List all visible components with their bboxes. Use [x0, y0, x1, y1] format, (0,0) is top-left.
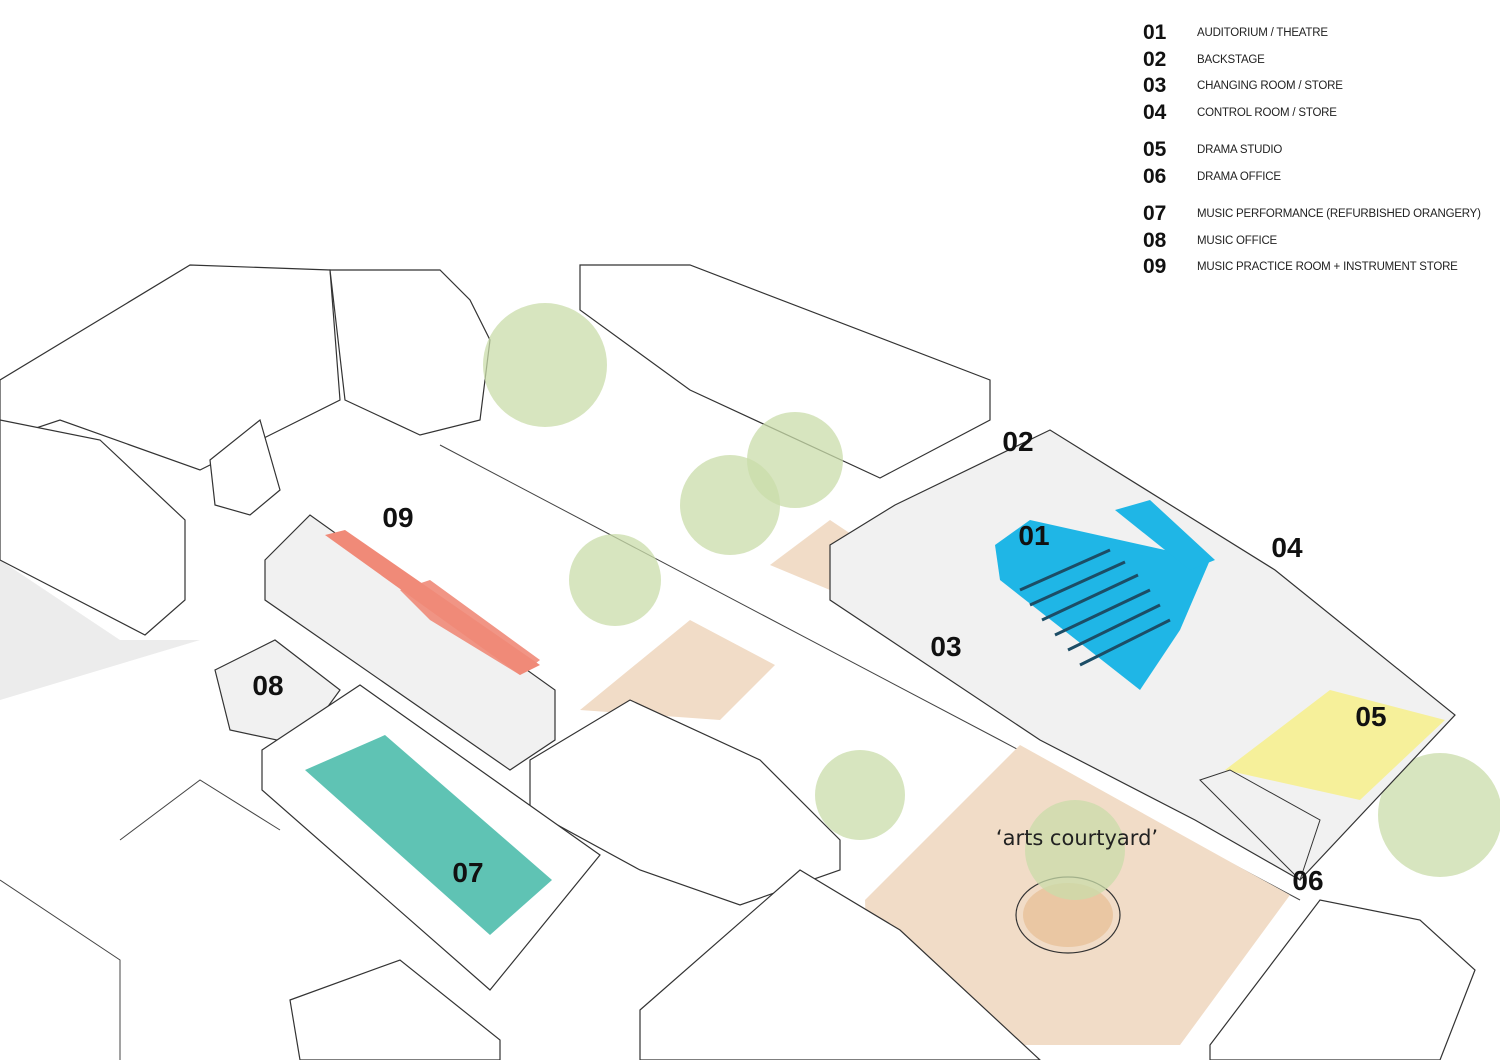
map-label-03: 03 [930, 631, 961, 662]
map-label-04: 04 [1271, 532, 1303, 563]
ground-shadow [0, 560, 200, 700]
control-room-floor [1115, 500, 1215, 570]
map-label-09: 09 [382, 502, 413, 533]
context-building [329, 269, 491, 436]
auditorium-floor [995, 520, 1210, 690]
road-edge [0, 879, 121, 1060]
map-label-06: 06 [1292, 865, 1323, 896]
context-building [0, 419, 186, 636]
drama-office [1199, 769, 1321, 881]
music-practice-block [264, 514, 556, 771]
map-label-08: 08 [252, 670, 283, 701]
map-label-05: 05 [1355, 701, 1386, 732]
courtyard-label: ‘arts courtyard’ [996, 826, 1158, 850]
tree [569, 534, 661, 626]
context-building [529, 699, 841, 906]
tree [483, 303, 607, 427]
seating-rows [1019, 548, 1171, 667]
road-edge [119, 779, 281, 841]
context-building [639, 869, 1041, 1060]
tree [815, 750, 905, 840]
music-performance-floor [305, 735, 552, 935]
drama-studio-floor [1225, 690, 1445, 800]
map-label-02: 02 [1002, 426, 1033, 457]
practice-room-floors [400, 580, 540, 675]
context-building [209, 418, 281, 516]
tree [1025, 800, 1125, 900]
courtyard-circle-fill [1023, 883, 1113, 947]
tree [680, 455, 780, 555]
tree [1378, 753, 1500, 877]
context-building [289, 959, 501, 1060]
paving [580, 620, 775, 720]
context-building [579, 264, 991, 479]
map-label-07: 07 [452, 857, 483, 888]
map-label-01: 01 [1018, 520, 1049, 551]
context-building [1209, 899, 1476, 1060]
